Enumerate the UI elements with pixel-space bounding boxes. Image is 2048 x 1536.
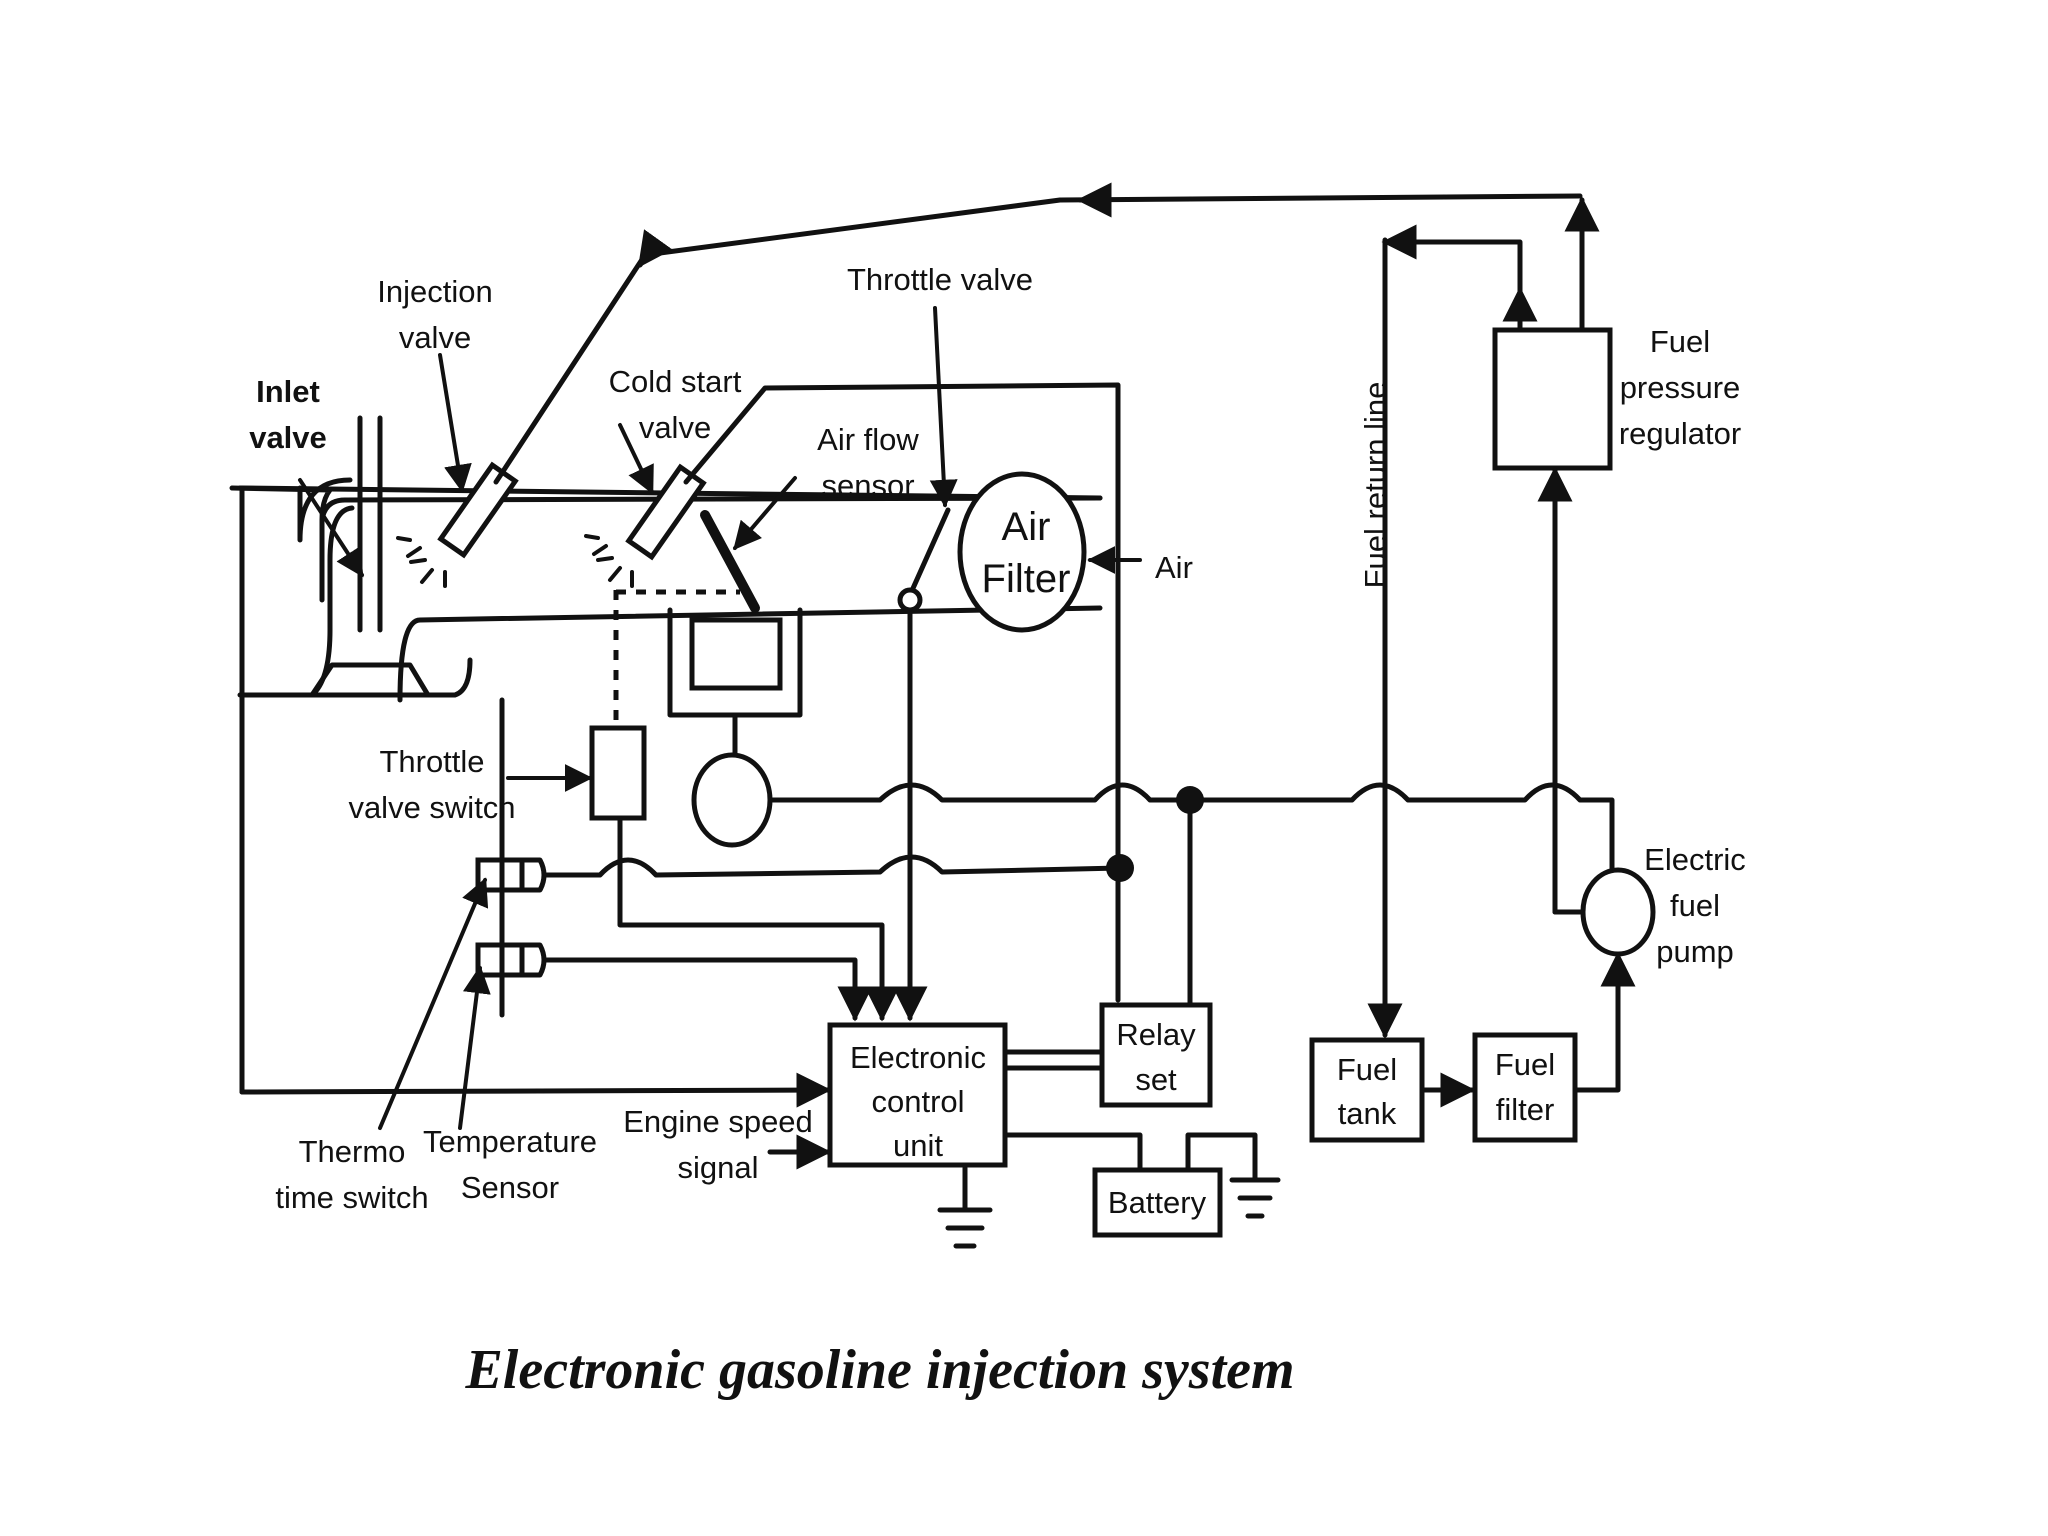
air-filter-label-2: Filter xyxy=(982,557,1071,601)
ecu-label-3: unit xyxy=(893,1128,943,1163)
fuel-pressure-regulator-label-2: pressure xyxy=(1620,370,1741,405)
wiring xyxy=(543,607,1615,1249)
fuel-tank-label-1: Fuel xyxy=(1337,1052,1397,1087)
fuel-return-line-label: Fuel return line xyxy=(1358,382,1393,589)
battery-box xyxy=(1092,1167,1223,1238)
inlet-valve xyxy=(237,415,473,698)
throttle-valve-switch-label-1: Throttle xyxy=(379,744,484,779)
fuel-pressure-regulator-label-3: regulator xyxy=(1619,416,1741,451)
electric-fuel-pump-label-3: pump xyxy=(1656,934,1734,969)
throttle-valve-label: Throttle valve xyxy=(847,262,1033,297)
cold-start-valve xyxy=(584,382,1121,1003)
fuel-tank-label-2: tank xyxy=(1338,1096,1397,1131)
thermo-time-switch-label-2: time switch xyxy=(275,1180,428,1215)
ecu-label-1: Electronic xyxy=(850,1040,986,1075)
inlet-valve-label-2: valve xyxy=(249,420,327,455)
temperature-sensor-label-2: Sensor xyxy=(461,1170,559,1205)
engine-speed-signal-label-1: Engine speed xyxy=(623,1104,813,1139)
ecu-box xyxy=(827,1022,1008,1168)
fuel-pressure-regulator-label-1: Fuel xyxy=(1650,324,1710,359)
thermo-time-switch xyxy=(475,857,547,893)
cold-start-valve-label-2: valve xyxy=(639,410,711,445)
throttle-valve xyxy=(897,507,951,613)
inlet-valve-label-1: Inlet xyxy=(256,374,320,409)
air-flow-sensor-label-1: Air flow xyxy=(817,422,919,457)
throttle-valve-switch xyxy=(589,725,647,821)
fuel-filter-label-2: filter xyxy=(1496,1092,1555,1127)
temperature-sensor-label-1: Temperature xyxy=(423,1124,597,1159)
air-flow-sensor xyxy=(667,510,803,848)
electric-fuel-pump-label-2: fuel xyxy=(1670,888,1720,923)
engine-speed-signal-label-2: signal xyxy=(678,1150,759,1185)
cold-start-valve-label-1: Cold start xyxy=(609,364,742,399)
relay-set-label-2: set xyxy=(1135,1062,1177,1097)
throttle-valve-switch-label-2: valve switch xyxy=(348,790,515,825)
figure-caption: Electronic gasoline injection system xyxy=(464,1339,1294,1401)
air-filter-label-1: Air xyxy=(1002,505,1051,549)
fuel-filter-label-1: Fuel xyxy=(1495,1047,1555,1082)
relay-set-box xyxy=(1099,1002,1213,1108)
battery-label: Battery xyxy=(1108,1185,1207,1220)
injection-valve-label-2: valve xyxy=(399,320,471,355)
injection-valve-label-1: Injection xyxy=(377,274,492,309)
thermo-time-switch-label-1: Thermo xyxy=(299,1134,406,1169)
injection-valve xyxy=(396,193,1583,588)
electric-fuel-pump-label-1: Electric xyxy=(1644,842,1746,877)
fuel-system xyxy=(1309,196,1656,1143)
ecu-label-2: control xyxy=(871,1084,964,1119)
leader-lines xyxy=(298,306,1142,1130)
temperature-sensor xyxy=(475,942,547,978)
air-filter xyxy=(957,471,1087,633)
air-label: Air xyxy=(1155,550,1193,585)
relay-set-label-1: Relay xyxy=(1116,1017,1196,1052)
air-flow-sensor-label-2: sensor xyxy=(821,468,914,503)
